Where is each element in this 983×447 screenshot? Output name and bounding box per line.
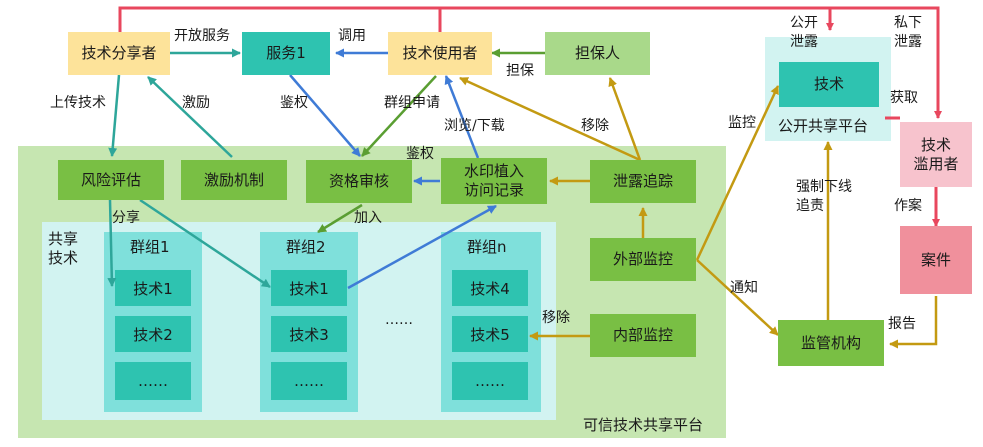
edge-label-authenticate-top: 鉴权 [280,95,308,111]
edge-label-join: 加入 [354,210,382,226]
edge-label-remove-bottom: 移除 [542,310,570,326]
edge-label-forced-offline: 强制下线 追责 [796,179,852,214]
watermark-line1: 水印植入 [463,162,524,180]
incentive-mechanism-node[interactable]: 激励机制 [181,160,287,200]
edge-label-authenticate-mid: 鉴权 [406,146,434,162]
groupn-title: 群组n [467,238,507,256]
group1-item[interactable]: 技术2 [115,316,191,352]
abuser-line1: 技术 [920,135,951,154]
guarantor-node[interactable]: 担保人 [545,32,650,75]
regulator-node[interactable]: 监管机构 [778,320,884,366]
edge-label-private-leak: 私下 泄露 [894,15,922,50]
edge-label-obtain: 获取 [890,90,918,106]
abuser-line2: 滥用者 [913,154,959,173]
edge-label-incentive: 激励 [182,95,210,111]
between-groups-ellipsis: …… [385,312,413,328]
tech-abuser-node[interactable]: 技术 滥用者 [900,122,972,187]
edge-label-remove-top: 移除 [581,118,609,134]
edge-label-upload-tech: 上传技术 [50,95,106,111]
edge-label-public-leak: 公开 泄露 [790,15,818,50]
watermark-access-log-node[interactable]: 水印植入 访问记录 [441,158,547,204]
tech-sharer-node[interactable]: 技术分享者 [68,32,170,75]
edge-label-browse-download: 浏览/下载 [444,118,505,134]
edge-label-report: 报告 [888,316,916,332]
external-monitor-node[interactable]: 外部监控 [590,238,696,281]
qualification-review-node[interactable]: 资格审核 [306,160,412,203]
groupn-item[interactable]: 技术5 [452,316,528,352]
edge-label-invoke: 调用 [338,28,366,44]
shared-tech-label: 共享 技术 [48,230,79,267]
group1-item[interactable]: …… [115,362,191,400]
edge-label-share: 分享 [112,210,140,226]
public-tech-node[interactable]: 技术 [779,62,879,107]
public-platform-label: 公开共享平台 [778,117,869,135]
risk-assessment-node[interactable]: 风险评估 [58,160,164,200]
leak-tracking-node[interactable]: 泄露追踪 [590,160,696,203]
internal-monitor-node[interactable]: 内部监控 [590,314,696,357]
groupn-item[interactable]: 技术4 [452,270,528,306]
group1-title: 群组1 [130,238,170,256]
edge-label-monitor: 监控 [728,115,756,131]
group2-item[interactable]: …… [271,362,347,400]
edge-label-guarantee: 担保 [506,63,534,79]
edge-label-group-apply: 群组申请 [384,95,440,111]
edge-label-open-service: 开放服务 [174,28,230,44]
groupn-item[interactable]: …… [452,362,528,400]
watermark-line2: 访问记录 [463,181,524,199]
group2-item[interactable]: 技术1 [271,270,347,306]
group1-item[interactable]: 技术1 [115,270,191,306]
group2-title: 群组2 [286,238,326,256]
group2-item[interactable]: 技术3 [271,316,347,352]
edge-label-notify: 通知 [730,280,758,296]
service1-node[interactable]: 服务1 [242,32,330,75]
tech-user-node[interactable]: 技术使用者 [388,32,492,75]
edge-label-commit-crime: 作案 [894,198,922,214]
case-node[interactable]: 案件 [900,226,972,294]
trusted-platform-label: 可信技术共享平台 [583,416,704,434]
